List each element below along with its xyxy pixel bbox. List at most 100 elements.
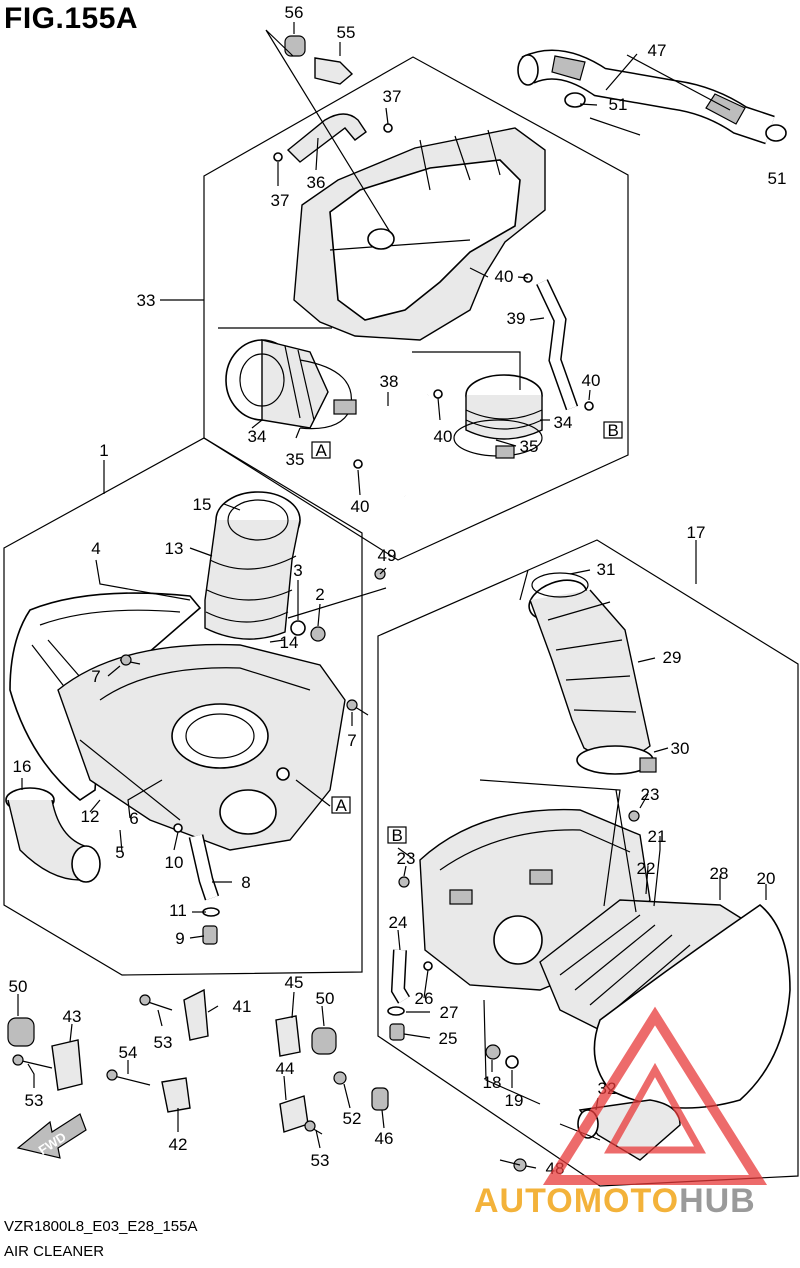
ref-mark-a-top: A xyxy=(311,441,331,460)
valve-55 xyxy=(314,57,354,85)
callout-36: 36 xyxy=(307,173,326,192)
element-opening xyxy=(171,703,277,835)
clamp-31 xyxy=(531,572,589,598)
callout-29: 29 xyxy=(663,648,682,667)
callout-35: 35 xyxy=(520,437,539,456)
watermark-part1: AUTOMOTO xyxy=(474,1182,680,1220)
callout-23: 23 xyxy=(641,785,660,804)
callout-53: 53 xyxy=(154,1033,173,1052)
callout-34: 34 xyxy=(248,427,267,446)
clips-51 xyxy=(564,92,787,142)
callout-43: 43 xyxy=(63,1007,82,1026)
callout-7: 7 xyxy=(347,731,356,750)
callout-56: 56 xyxy=(285,3,304,22)
air-cleaner-outer-case xyxy=(293,127,546,341)
callout-40: 40 xyxy=(495,267,514,286)
callout-1: 1 xyxy=(99,441,108,460)
callout-27: 27 xyxy=(440,1003,459,1022)
callout-51: 51 xyxy=(768,169,787,188)
fwd-arrow xyxy=(16,1113,87,1159)
screws-7 xyxy=(119,654,369,716)
callout-4: 4 xyxy=(91,539,100,558)
callout-10: 10 xyxy=(165,853,184,872)
callout-31: 31 xyxy=(597,560,616,579)
duct-34-right xyxy=(465,374,543,440)
callout-25: 25 xyxy=(439,1029,458,1048)
callout-16: 16 xyxy=(13,757,32,776)
ref-mark-a-mid: A xyxy=(331,796,351,815)
callout-26: 26 xyxy=(415,989,434,1008)
callout-5: 5 xyxy=(115,843,124,862)
watermark-logo xyxy=(542,1006,768,1185)
hose-8 xyxy=(188,834,220,901)
callout-40: 40 xyxy=(434,427,453,446)
svg-text:A: A xyxy=(336,796,348,815)
callout-11: 11 xyxy=(169,901,187,920)
callout-20: 20 xyxy=(757,869,776,888)
callout-54: 54 xyxy=(119,1043,138,1062)
callout-8: 8 xyxy=(241,873,250,892)
svg-text:B: B xyxy=(392,826,403,845)
callout-52: 52 xyxy=(343,1109,362,1128)
ref-mark-b-mid: B xyxy=(387,826,407,845)
callout-55: 55 xyxy=(337,23,356,42)
callout-22: 22 xyxy=(637,859,656,878)
callout-37: 37 xyxy=(271,191,290,210)
clamp-35-right xyxy=(453,419,543,459)
tube-29 xyxy=(528,579,651,760)
callout-19: 19 xyxy=(505,1091,524,1110)
callout-24: 24 xyxy=(389,913,408,932)
clamp-35-left xyxy=(299,359,357,430)
duct-16 xyxy=(5,787,101,883)
callout-41: 41 xyxy=(233,997,252,1016)
callout-34: 34 xyxy=(554,413,573,432)
callout-3: 3 xyxy=(293,561,302,580)
callout-15: 15 xyxy=(193,495,212,514)
callout-14: 14 xyxy=(280,633,299,652)
callout-17: 17 xyxy=(687,523,706,542)
callout-39: 39 xyxy=(507,309,526,328)
watermark-part2: HUB xyxy=(679,1182,756,1220)
callout-35: 35 xyxy=(286,450,305,469)
callout-45: 45 xyxy=(285,973,304,992)
callout-30: 30 xyxy=(671,739,690,758)
callout-46: 46 xyxy=(375,1129,394,1148)
group-box-1 xyxy=(3,437,363,976)
callout-9: 9 xyxy=(175,929,184,948)
callout-18: 18 xyxy=(483,1073,502,1092)
callout-38: 38 xyxy=(380,372,399,391)
callout-42: 42 xyxy=(169,1135,188,1154)
model-code: VZR1800L8_E03_E28_155A xyxy=(4,1218,198,1235)
callout-51: 51 xyxy=(609,95,628,114)
hose-47 xyxy=(517,49,775,145)
callout-13: 13 xyxy=(165,539,184,558)
loose-hardware xyxy=(7,988,389,1135)
figure-name: AIR CLEANER xyxy=(4,1243,105,1260)
callout-23: 23 xyxy=(397,849,416,868)
clips-37-40 xyxy=(273,123,594,469)
callouts: 56 55 47 51 51 37 37 36 33 40 39 38 40 3… xyxy=(9,3,787,1178)
callout-28: 28 xyxy=(710,864,729,883)
watermark-text: AUTOMOTOHUB xyxy=(474,1182,756,1221)
hose-39 xyxy=(536,279,579,411)
callout-7: 7 xyxy=(91,667,100,686)
leader-lines xyxy=(17,22,767,1169)
small-parts-left xyxy=(173,568,386,945)
callout-37: 37 xyxy=(383,87,402,106)
ref-mark-b-top: B xyxy=(603,421,623,440)
callout-2: 2 xyxy=(315,585,324,604)
callout-33: 33 xyxy=(137,291,156,310)
callout-50: 50 xyxy=(9,977,28,996)
svg-text:A: A xyxy=(316,441,328,460)
svg-text:B: B xyxy=(608,421,619,440)
callout-47: 47 xyxy=(648,41,667,60)
callout-53: 53 xyxy=(311,1151,330,1170)
hose-38 xyxy=(374,389,430,502)
callout-49: 49 xyxy=(378,546,397,565)
clamp-30 xyxy=(576,745,657,775)
callout-44: 44 xyxy=(276,1059,295,1078)
duct-34-left xyxy=(225,339,329,429)
callout-53: 53 xyxy=(25,1091,44,1110)
figure-title: FIG.155A xyxy=(4,2,139,35)
